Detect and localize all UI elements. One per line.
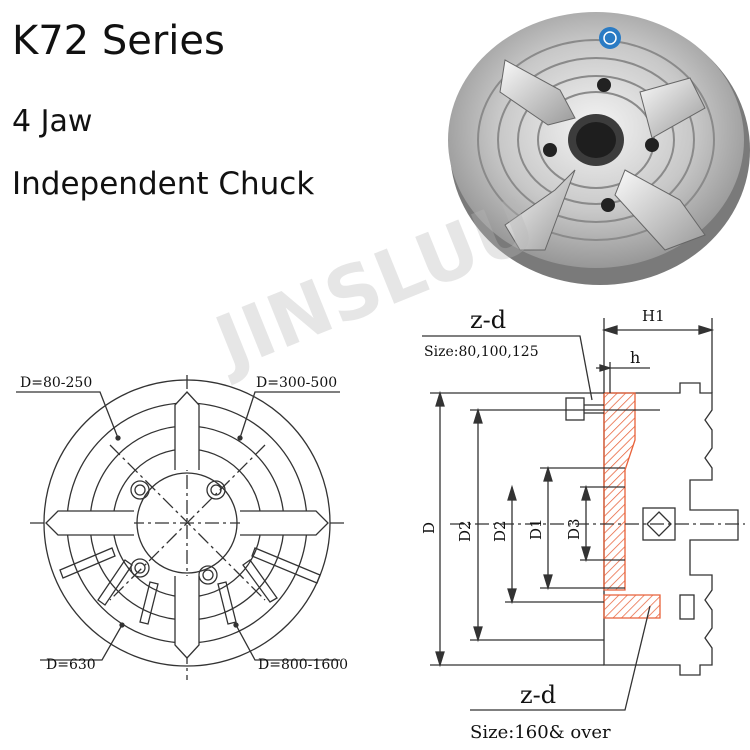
label-d-300-500: D=300-500: [256, 375, 337, 391]
dimension-h: h: [630, 348, 640, 367]
dimension-d: D: [420, 522, 438, 534]
dimension-d2-inner: D2: [491, 520, 509, 542]
label-d-800-1600: D=800-1600: [258, 657, 348, 673]
bottom-bolt-size: Size:160& over: [470, 722, 611, 743]
brand-logo-icon: [599, 27, 621, 49]
chuck-photo: [448, 12, 750, 285]
section-view-drawing: [422, 318, 745, 711]
dimension-d1: D1: [527, 518, 545, 540]
label-d-80-250: D=80-250: [20, 375, 92, 391]
chuck-type: Independent Chuck: [12, 166, 315, 202]
top-bolt-size: Size:80,100,125: [424, 344, 539, 360]
dimension-d3: D3: [565, 518, 583, 540]
dimension-d2-outer: D2: [456, 520, 474, 542]
label-d-630: D=630: [46, 657, 96, 673]
top-bolt-label: z-d: [470, 306, 506, 334]
bottom-bolt-label: z-d: [520, 681, 556, 709]
front-view-drawing: [16, 375, 345, 680]
product-title: K72 Series: [12, 18, 225, 64]
jaw-count: 4 Jaw: [12, 104, 93, 139]
dimension-h1: H1: [642, 307, 665, 325]
